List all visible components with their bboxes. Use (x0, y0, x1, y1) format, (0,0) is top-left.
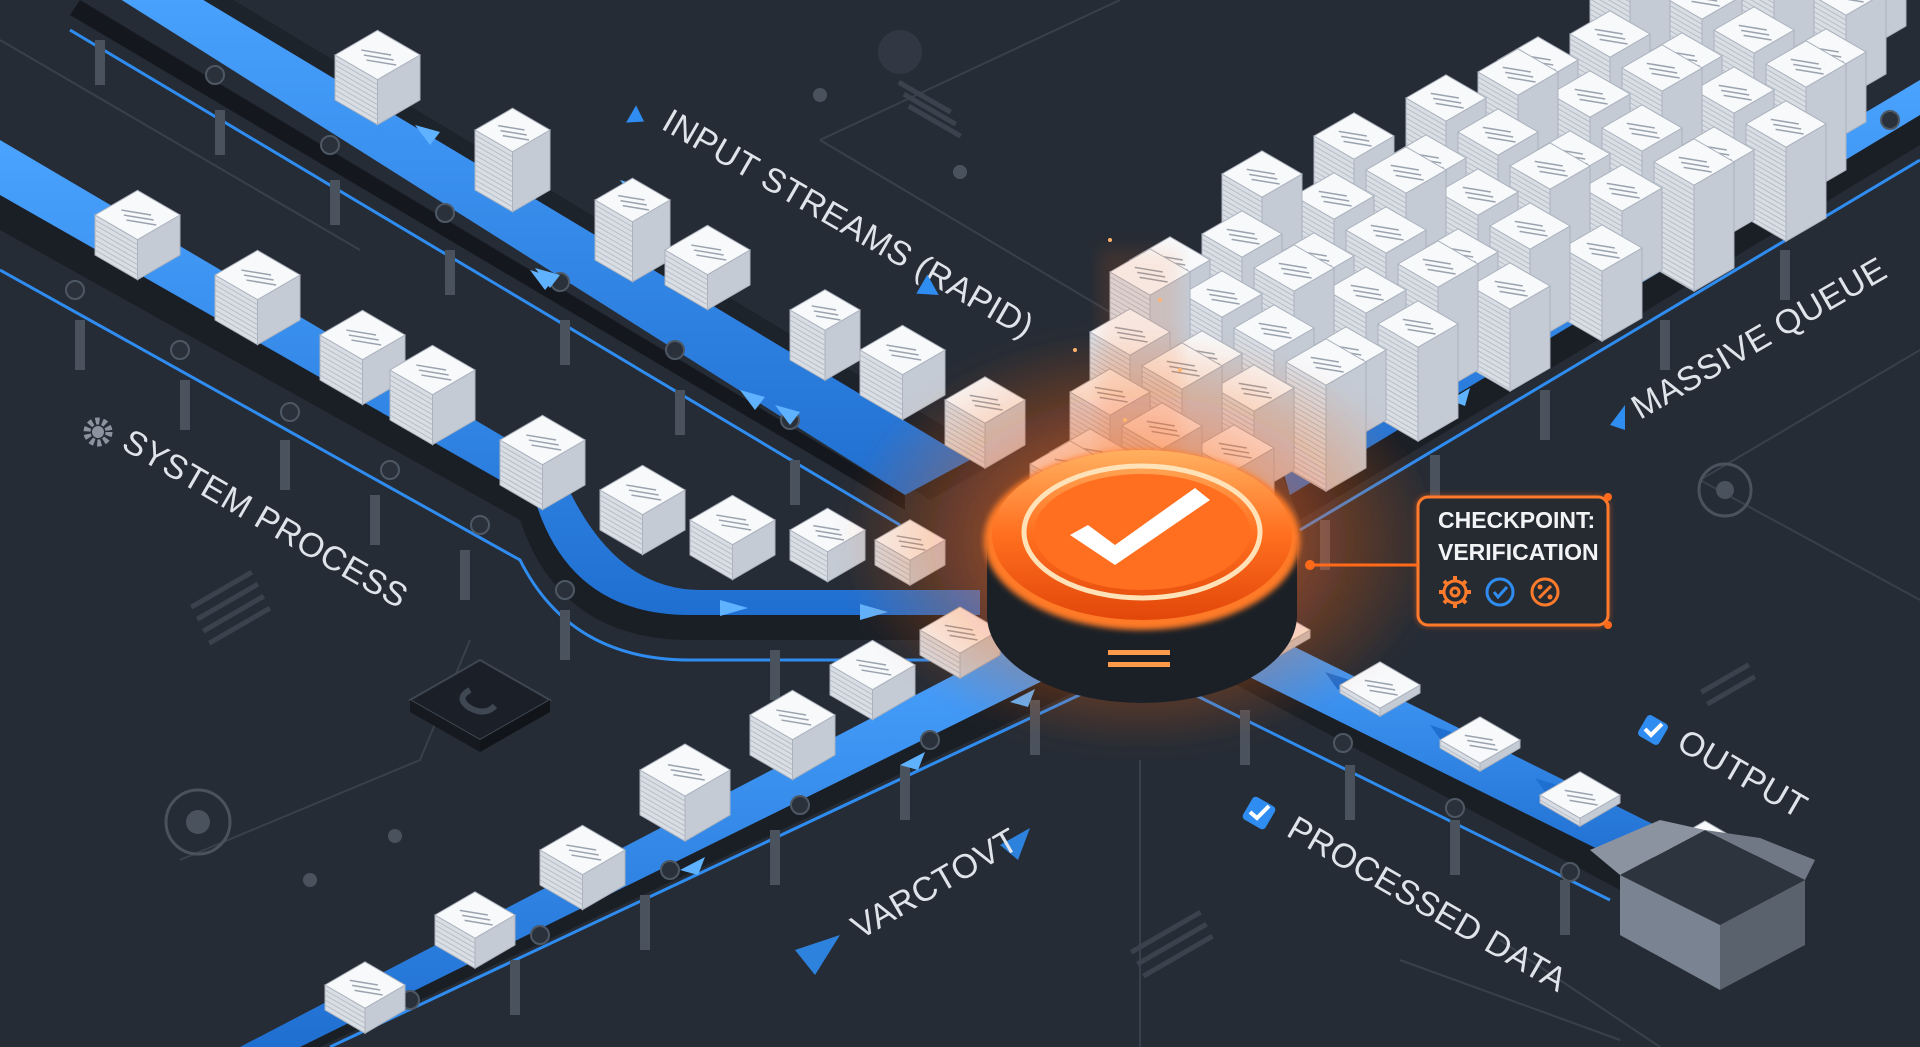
checkpoint-title-line2: VERIFICATION (1438, 539, 1599, 565)
paper-stack (599, 464, 686, 556)
paper-stack (689, 494, 776, 581)
checkpoint-title-line1: CHECKPOINT: (1438, 507, 1595, 533)
chip-icon (407, 658, 553, 752)
paper-stack (1539, 771, 1621, 828)
paper-stack (539, 824, 626, 911)
label-output: OUTPUT (1671, 722, 1814, 826)
paper-stack (474, 107, 551, 213)
paper-stack (389, 344, 476, 446)
gear-icon (83, 417, 113, 447)
percent-circle-icon (1530, 577, 1560, 607)
queue-paper-stack (1745, 100, 1827, 243)
processed-check-icon (1242, 796, 1276, 830)
paper-stack (749, 689, 836, 781)
paper-stack (639, 743, 731, 842)
checkpoint-callout: CHECKPOINT: VERIFICATION (1305, 493, 1612, 629)
background-bars (190, 80, 1757, 979)
gear-icon (1439, 576, 1471, 608)
paper-stack (334, 29, 421, 126)
queue-paper-stack (1653, 138, 1735, 293)
paper-stack (214, 249, 301, 346)
paper-stack (594, 177, 671, 283)
label-system-process: SYSTEM PROCESS (116, 422, 414, 616)
queue-paper-stack (1377, 300, 1459, 443)
output-box-icon (1590, 820, 1815, 990)
check-circle-icon (1485, 577, 1515, 607)
conveyor-system-process (0, 140, 980, 700)
paper-stack (94, 189, 181, 281)
queue-paper-stack (1469, 262, 1551, 393)
paper-stacks (94, 29, 1756, 1035)
checkmark-icon (1070, 488, 1210, 565)
label-varctovt: VARCTOVT (845, 821, 1025, 947)
paper-stack (859, 324, 946, 421)
paper-stack (324, 961, 406, 1035)
queue-paper-stack (1561, 224, 1643, 343)
paper-stack (499, 414, 586, 511)
conveyor-input-streams (69, 0, 1000, 527)
checkpoint-hub (840, 238, 1440, 750)
paper-stack (434, 891, 516, 970)
paper-stack (1439, 716, 1521, 773)
output-check-icon (1638, 715, 1668, 745)
paper-stack (789, 289, 861, 382)
paper-stack (664, 224, 751, 311)
